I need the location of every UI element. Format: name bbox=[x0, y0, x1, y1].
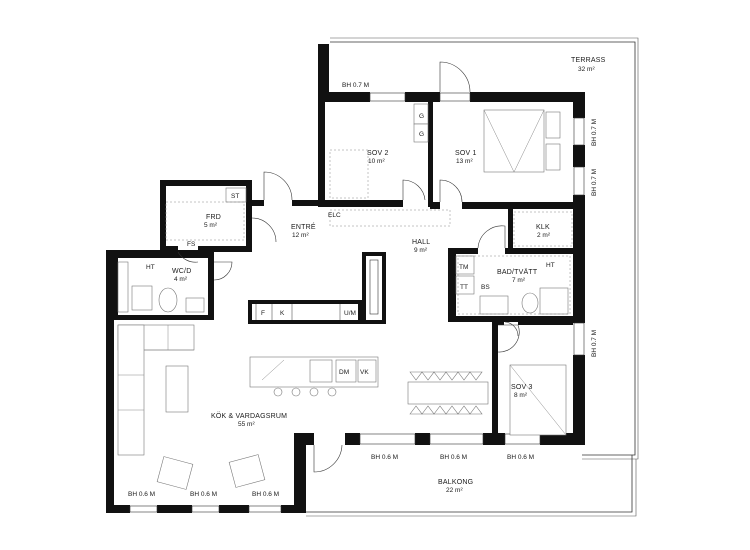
room-area-hall: 9 m² bbox=[414, 247, 428, 254]
room-area-sov2: 10 m² bbox=[368, 158, 385, 165]
doors bbox=[177, 61, 520, 473]
room-name-bad: BAD/TVÄTT bbox=[497, 268, 538, 276]
balcony-outline bbox=[306, 455, 637, 517]
sill-height-bottom-5: BH 0.6 M bbox=[440, 454, 467, 461]
room-area-frd: 5 m² bbox=[204, 222, 218, 229]
fixture-fs: FS bbox=[187, 241, 196, 248]
fixture-elc: ELC bbox=[328, 212, 341, 219]
fixture-st: ST bbox=[231, 193, 239, 200]
fixture-tt: TT bbox=[460, 284, 468, 291]
windows bbox=[129, 92, 585, 513]
fixture-bs: BS bbox=[481, 284, 490, 291]
furniture bbox=[117, 103, 573, 490]
room-name-sov2: SOV 2 bbox=[367, 150, 389, 157]
room-name-wc: WC/D bbox=[172, 268, 191, 275]
room-area-kok: 55 m² bbox=[238, 421, 255, 428]
fixture-ht-bad: HT bbox=[546, 262, 555, 269]
sill-height-right-3: BH 0.7 M bbox=[591, 330, 598, 357]
sill-height-bottom-6: BH 0.6 M bbox=[507, 454, 534, 461]
room-name-frd: FRD bbox=[206, 214, 221, 221]
fixture-freezer: K bbox=[280, 310, 285, 317]
sill-height-top: BH 0.7 M bbox=[342, 82, 369, 89]
room-area-terrass: 32 m² bbox=[578, 66, 595, 73]
room-name-terrass: TERRASS bbox=[571, 57, 606, 64]
fixture-g2: G bbox=[419, 131, 424, 138]
fixture-dishwasher: DM bbox=[339, 369, 349, 376]
sill-height-bottom-1: BH 0.6 M bbox=[128, 491, 155, 498]
room-area-bad: 7 m² bbox=[512, 277, 526, 284]
sill-height-bottom-2: BH 0.6 M bbox=[190, 491, 217, 498]
fixture-fridge: F bbox=[261, 310, 265, 317]
terrace-outline bbox=[330, 37, 639, 460]
fixture-tm: TM bbox=[459, 264, 468, 271]
room-area-balkong: 22 m² bbox=[446, 487, 463, 494]
room-labels: TERRASS 32 m² SOV 2 10 m² SOV 1 13 m² FR… bbox=[172, 57, 606, 494]
room-area-entre: 12 m² bbox=[292, 232, 309, 239]
room-area-klk: 2 m² bbox=[537, 232, 551, 239]
room-name-klk: KLK bbox=[536, 224, 550, 231]
room-area-sov3: 8 m² bbox=[514, 392, 528, 399]
fixture-g1: G bbox=[419, 113, 424, 120]
sill-height-bottom-4: BH 0.6 M bbox=[371, 454, 398, 461]
room-area-sov1: 13 m² bbox=[456, 158, 473, 165]
room-name-kok: KÖK & VARDAGSRUM bbox=[211, 412, 287, 420]
room-name-sov3: SOV 3 bbox=[511, 384, 533, 391]
fixture-ht-wc: HT bbox=[146, 264, 155, 271]
room-name-sov1: SOV 1 bbox=[455, 150, 477, 157]
fixture-oven-micro: U/M bbox=[344, 310, 356, 317]
walls bbox=[106, 44, 585, 513]
fixture-labels: ST FS ELC G G HT HT TM TT BS F K U/M DM … bbox=[146, 113, 555, 376]
dining-chairs bbox=[409, 371, 483, 415]
room-area-wc: 4 m² bbox=[174, 276, 188, 283]
wall-inner bbox=[252, 256, 382, 320]
room-name-balkong: BALKONG bbox=[438, 479, 473, 486]
room-name-hall: HALL bbox=[412, 239, 430, 246]
sill-height-bottom-3: BH 0.6 M bbox=[252, 491, 279, 498]
sill-height-right-1: BH 0.7 M bbox=[591, 119, 598, 146]
fixture-cooler: VK bbox=[360, 369, 369, 376]
sill-height-labels: BH 0.7 M BH 0.7 M BH 0.7 M BH 0.7 M BH 0… bbox=[128, 82, 598, 498]
sill-height-right-2: BH 0.7 M bbox=[591, 169, 598, 196]
room-name-entre: ENTRÉ bbox=[291, 222, 316, 231]
